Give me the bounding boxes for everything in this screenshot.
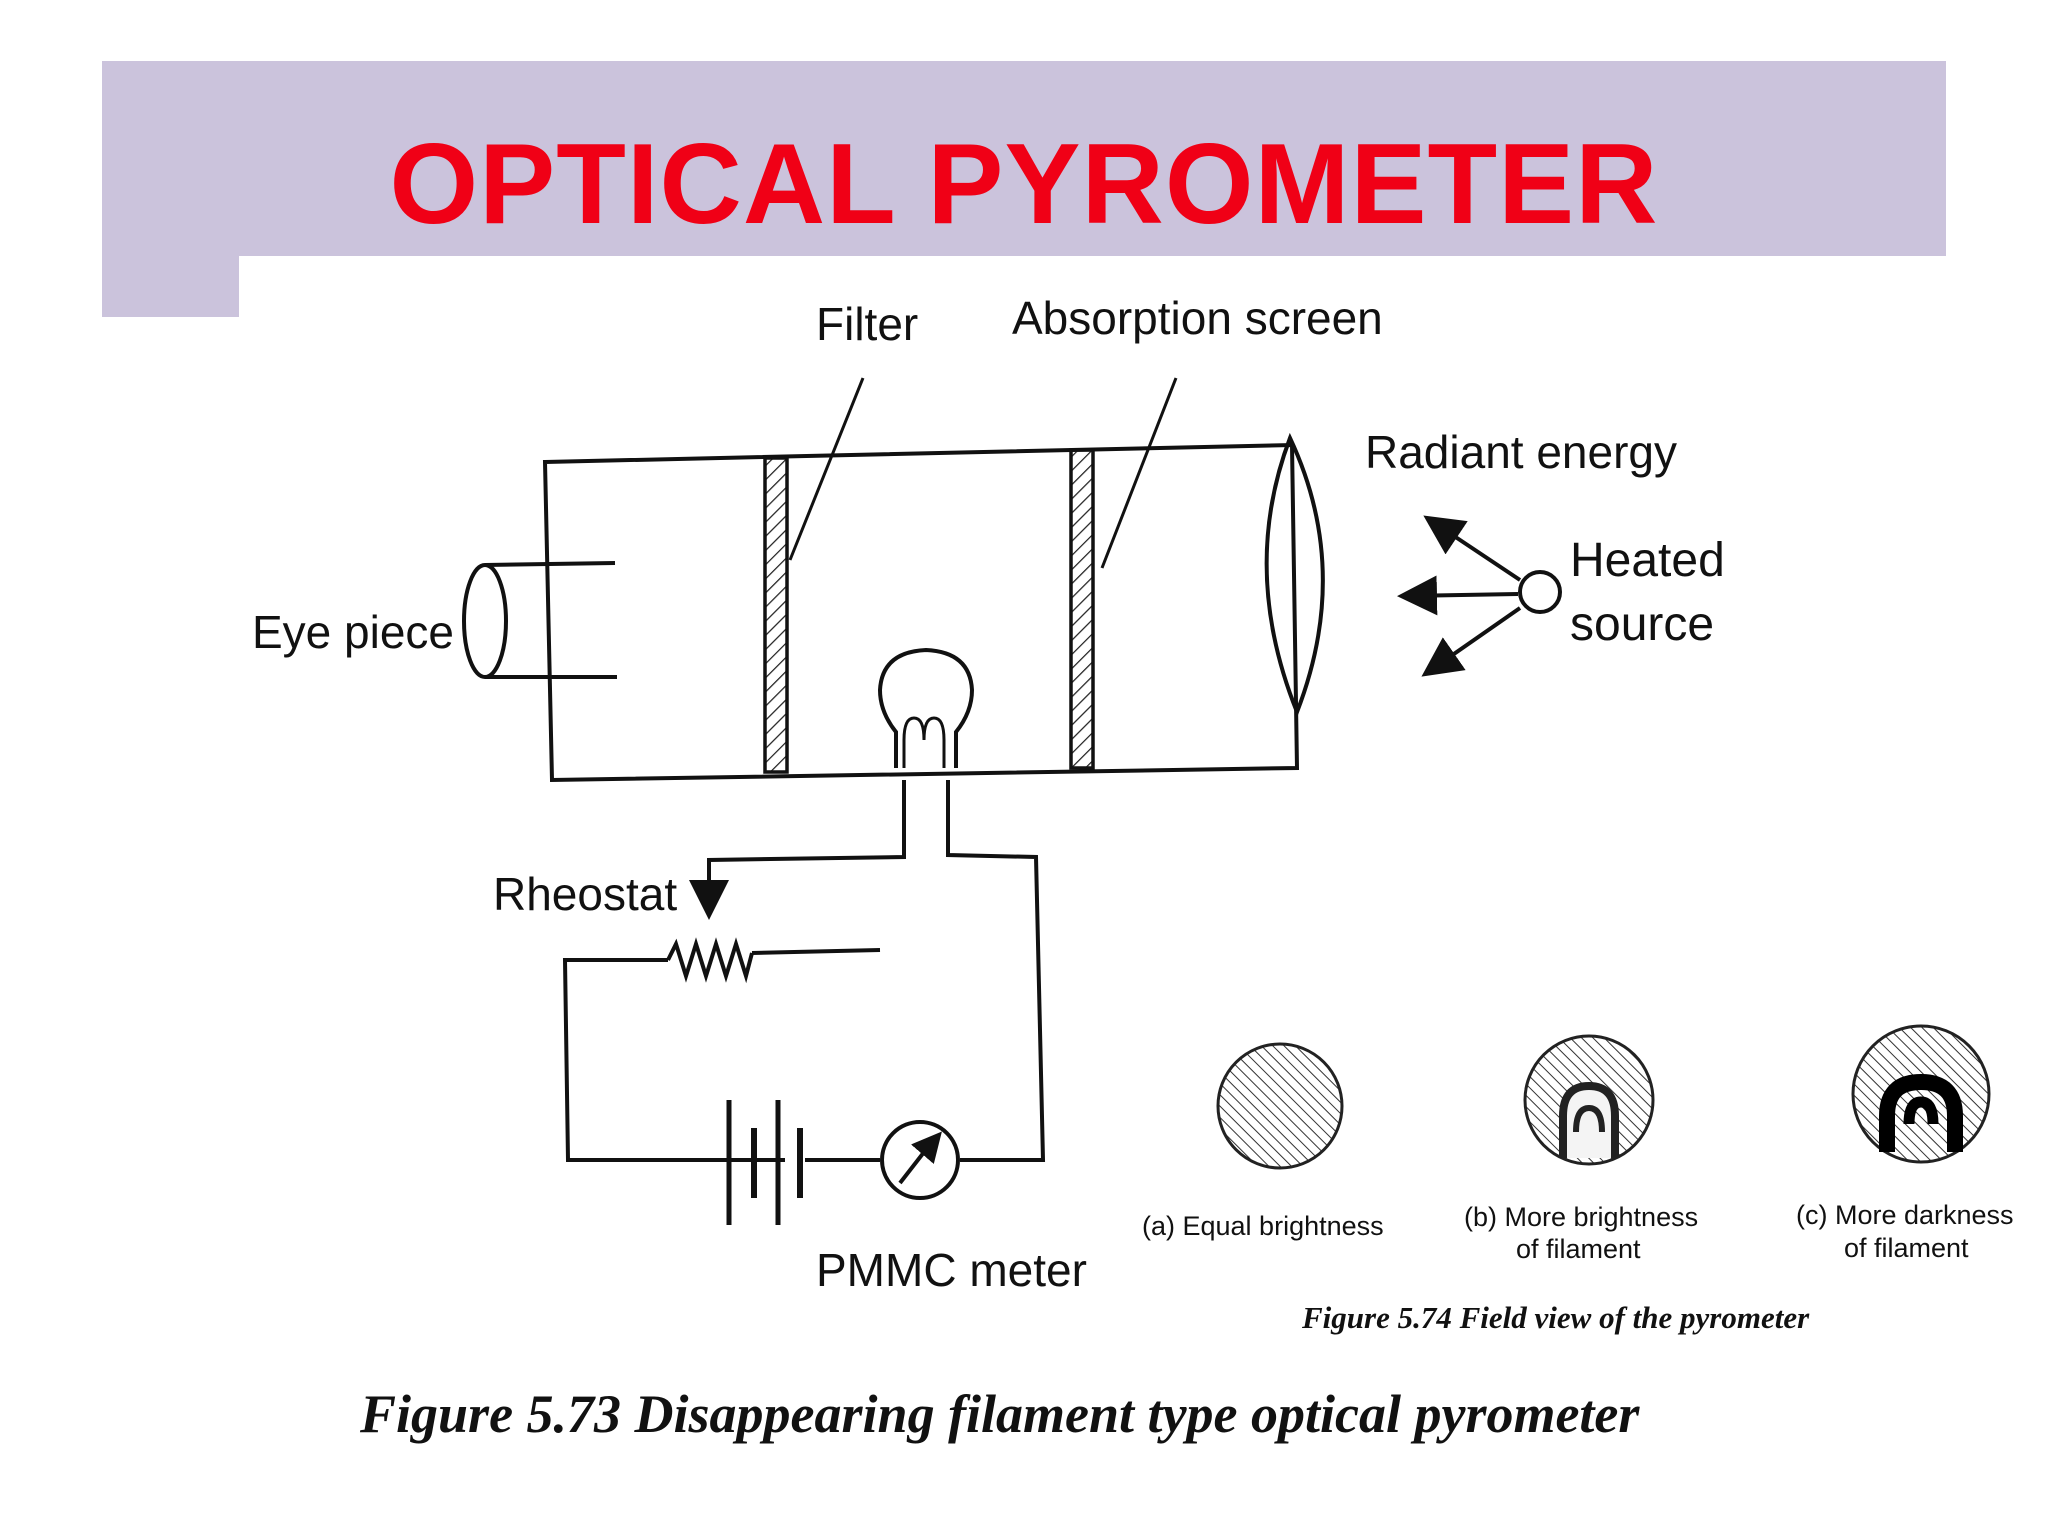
eye-piece-label: Eye piece: [252, 606, 454, 658]
filter-slab: [763, 456, 789, 774]
filament-lamp: [877, 647, 975, 768]
absorption-screen-slab: [1069, 448, 1095, 770]
objective-lens: [1264, 432, 1325, 718]
field-view-a-caption: (a) Equal brightness: [1142, 1211, 1384, 1241]
pyrometer-figure: Filter Absorption screen Radiant energy …: [239, 256, 2048, 1536]
battery: [726, 1100, 803, 1225]
field-view-b-caption-line2: of filament: [1516, 1234, 1641, 1264]
pyrometer-diagram: Filter Absorption screen Radiant energy …: [252, 292, 2014, 1444]
main-figure-caption: Figure 5.73 Disappearing filament type o…: [359, 1384, 1640, 1444]
circuit-wires: [562, 780, 1046, 1162]
rheostat-label: Rheostat: [493, 868, 677, 920]
absorption-screen-label: Absorption screen: [1012, 292, 1383, 344]
pmmc-meter-symbol: [880, 1120, 960, 1200]
pmmc-meter-label: PMMC meter: [816, 1244, 1087, 1296]
tube-body: [542, 442, 1300, 783]
field-view-b: [1523, 1034, 1655, 1166]
eye-piece-tube: [484, 561, 617, 679]
field-view-c: [1851, 1024, 1991, 1164]
slide-title: OPTICAL PYROMETER: [389, 121, 1659, 248]
field-view-b-caption-line1: (b) More brightness: [1464, 1202, 1698, 1232]
heated-source: [1518, 570, 1562, 614]
field-view-figure-caption: Figure 5.74 Field view of the pyrometer: [1301, 1300, 1810, 1335]
field-view-c-caption-line2: of filament: [1844, 1233, 1969, 1263]
filter-label: Filter: [816, 298, 918, 350]
field-view-c-caption-line1: (c) More darkness: [1796, 1200, 2014, 1230]
heated-source-label-line2: source: [1570, 598, 1714, 651]
field-view-a: [1216, 1042, 1344, 1170]
radiant-energy-label: Radiant energy: [1365, 426, 1677, 478]
eye-piece-lens: [462, 563, 508, 679]
heated-source-label-line1: Heated: [1570, 534, 1725, 587]
